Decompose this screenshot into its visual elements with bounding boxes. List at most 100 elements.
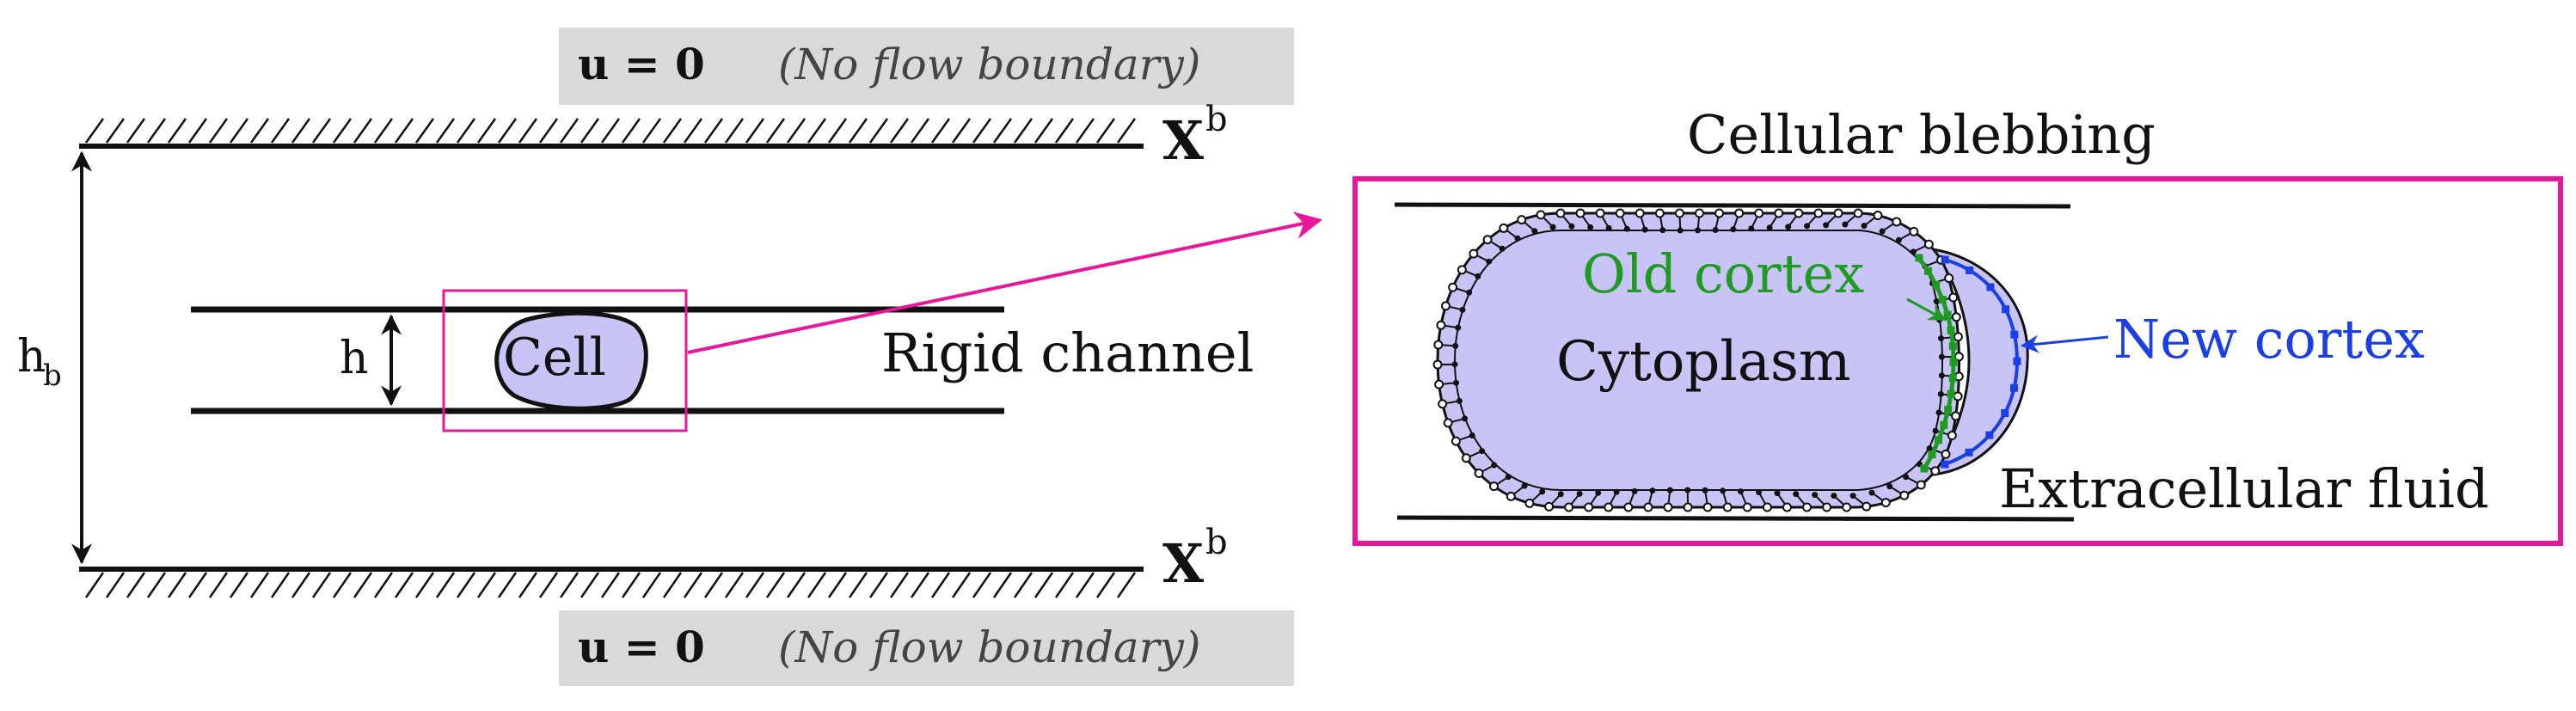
hatch-mark bbox=[889, 572, 910, 598]
membrane-node bbox=[1564, 502, 1574, 512]
cortex-node bbox=[1475, 273, 1481, 279]
cortex-node bbox=[1766, 224, 1773, 231]
hatch-mark bbox=[126, 572, 146, 598]
cortex-node bbox=[1455, 324, 1462, 331]
bottom-wall-label-superscript: b bbox=[1205, 523, 1228, 562]
membrane-node bbox=[1488, 481, 1499, 492]
hatch-mark bbox=[229, 118, 249, 144]
cortex-node bbox=[1926, 445, 1933, 452]
cortex-node bbox=[1748, 225, 1755, 232]
hatch-mark bbox=[641, 118, 662, 144]
blebbing-channel-bottom bbox=[1396, 515, 2075, 522]
hatch-mark bbox=[208, 572, 229, 598]
old-cortex-pointer bbox=[1906, 297, 1947, 322]
cortex-node bbox=[1499, 245, 1506, 252]
cortex-node bbox=[1649, 487, 1656, 494]
cortex-marker bbox=[2013, 357, 2021, 365]
hatch-mark bbox=[373, 118, 394, 144]
hatch-mark bbox=[992, 118, 1013, 144]
hatch-mark bbox=[1095, 118, 1116, 144]
hatch-mark bbox=[683, 572, 703, 598]
membrane-node bbox=[1461, 453, 1471, 463]
hatch-mark bbox=[291, 118, 311, 144]
membrane-node bbox=[1615, 208, 1625, 218]
membrane-node bbox=[1842, 502, 1852, 512]
cortex-node bbox=[1861, 223, 1868, 230]
hatch-mark bbox=[311, 118, 332, 144]
blebbing-panel bbox=[1352, 176, 2563, 546]
membrane-node bbox=[1451, 436, 1461, 446]
cortex-marker bbox=[1948, 374, 1957, 383]
top-wall-label-superscript: b bbox=[1205, 100, 1228, 139]
cortex-node bbox=[1613, 488, 1620, 495]
hatch-mark bbox=[972, 118, 992, 144]
membrane-node bbox=[1683, 502, 1693, 512]
top-wall-label: X bbox=[1162, 109, 1205, 172]
membrane-node bbox=[1595, 208, 1605, 218]
cortex-marker bbox=[1986, 283, 1995, 291]
cortex-node bbox=[1702, 487, 1708, 493]
hatch-mark bbox=[600, 572, 621, 598]
cortex-node bbox=[1557, 491, 1564, 498]
zoom-arrow bbox=[687, 211, 1323, 354]
hatch-mark bbox=[270, 572, 291, 598]
zoom-box bbox=[442, 289, 688, 432]
hatch-mark bbox=[435, 118, 456, 144]
hatch-mark bbox=[559, 572, 580, 598]
membrane-node bbox=[1774, 208, 1784, 218]
membrane-node bbox=[1517, 215, 1527, 225]
hatch-mark bbox=[146, 118, 167, 144]
hatch-mark bbox=[765, 572, 786, 598]
cell-shape bbox=[494, 310, 648, 411]
membrane-node bbox=[1941, 449, 1951, 459]
cortex-marker bbox=[2001, 409, 2009, 418]
cell-label: Cell bbox=[503, 328, 606, 388]
hatch-mark bbox=[291, 572, 311, 598]
hatch-mark bbox=[84, 572, 105, 598]
cortex-marker bbox=[1947, 326, 1955, 334]
cortex-marker bbox=[1932, 280, 1941, 289]
cortex-marker bbox=[1966, 266, 1974, 274]
cortex-node bbox=[1804, 223, 1811, 230]
hatch-mark bbox=[146, 572, 167, 598]
bottom-wall-label: X bbox=[1162, 532, 1205, 595]
cortex-marker bbox=[1928, 451, 1936, 459]
cortex-node bbox=[1514, 235, 1521, 242]
membrane-node bbox=[1742, 502, 1752, 512]
hatch-mark bbox=[1116, 572, 1137, 598]
hatch-mark bbox=[208, 118, 229, 144]
cortex-marker bbox=[1938, 295, 1947, 303]
hatch-mark bbox=[1095, 572, 1116, 598]
membrane-node bbox=[1892, 217, 1902, 227]
blebbing-title: Cellular blebbing bbox=[1687, 103, 2156, 166]
cortex-node bbox=[1505, 474, 1512, 481]
membrane-node bbox=[1524, 498, 1535, 508]
hatch-mark bbox=[1054, 572, 1075, 598]
outer-height-subscript: b bbox=[43, 359, 62, 393]
hatch-mark bbox=[951, 118, 972, 144]
hatch-mark bbox=[518, 118, 538, 144]
hatch-mark bbox=[930, 572, 951, 598]
cortex-node bbox=[1486, 258, 1493, 265]
old-cortex-nodes bbox=[1915, 254, 1958, 473]
hatch-mark bbox=[1054, 118, 1075, 144]
hatch-mark bbox=[972, 572, 992, 598]
cortex-marker bbox=[1920, 464, 1929, 473]
membrane-node bbox=[1880, 498, 1891, 508]
membrane-node bbox=[1948, 292, 1959, 303]
membrane-node bbox=[1584, 502, 1594, 512]
cortex-node bbox=[1720, 487, 1727, 494]
hatch-mark bbox=[105, 572, 126, 598]
membrane-node bbox=[1443, 418, 1453, 428]
membrane-node bbox=[1953, 332, 1963, 342]
cortex-node bbox=[1605, 224, 1612, 231]
extracellular-fluid-label: Extracellular fluid bbox=[1999, 457, 2489, 520]
hatch-mark bbox=[1033, 118, 1054, 144]
top-boundary-equation: u = 0 bbox=[578, 39, 705, 89]
cortex-node bbox=[1910, 248, 1917, 255]
cortex-node bbox=[1895, 236, 1902, 243]
membrane-node bbox=[1623, 502, 1634, 512]
membrane-node bbox=[1575, 208, 1585, 218]
hatch-mark bbox=[270, 118, 291, 144]
membrane-node bbox=[1833, 208, 1843, 218]
